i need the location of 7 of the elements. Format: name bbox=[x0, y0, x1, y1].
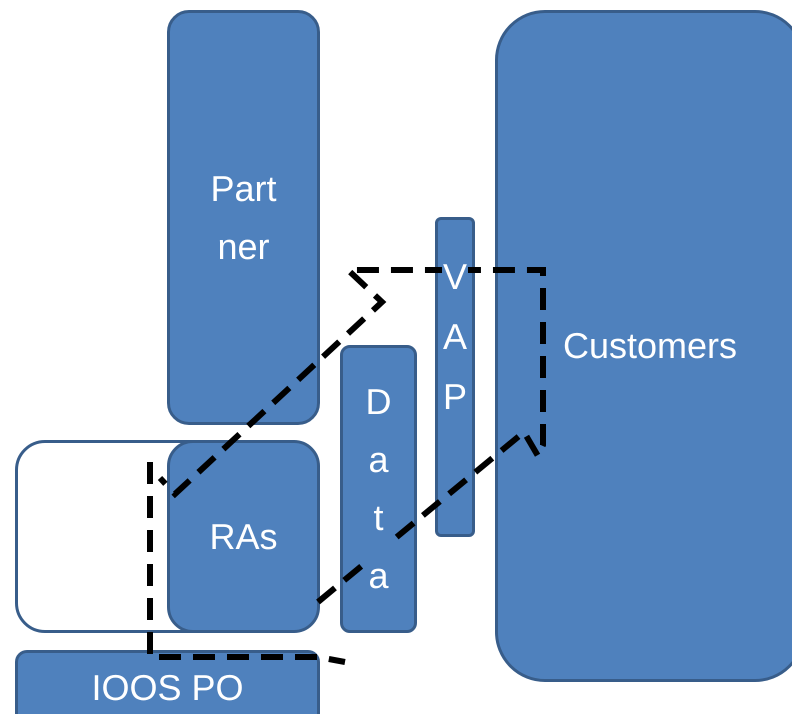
rounded-box bbox=[435, 217, 475, 537]
rounded-box bbox=[340, 345, 417, 633]
rounded-box bbox=[167, 10, 320, 425]
rounded-box bbox=[495, 10, 792, 682]
empty-rounded-box bbox=[15, 440, 320, 633]
rounded-box bbox=[15, 650, 320, 714]
rounded-box bbox=[167, 440, 320, 633]
